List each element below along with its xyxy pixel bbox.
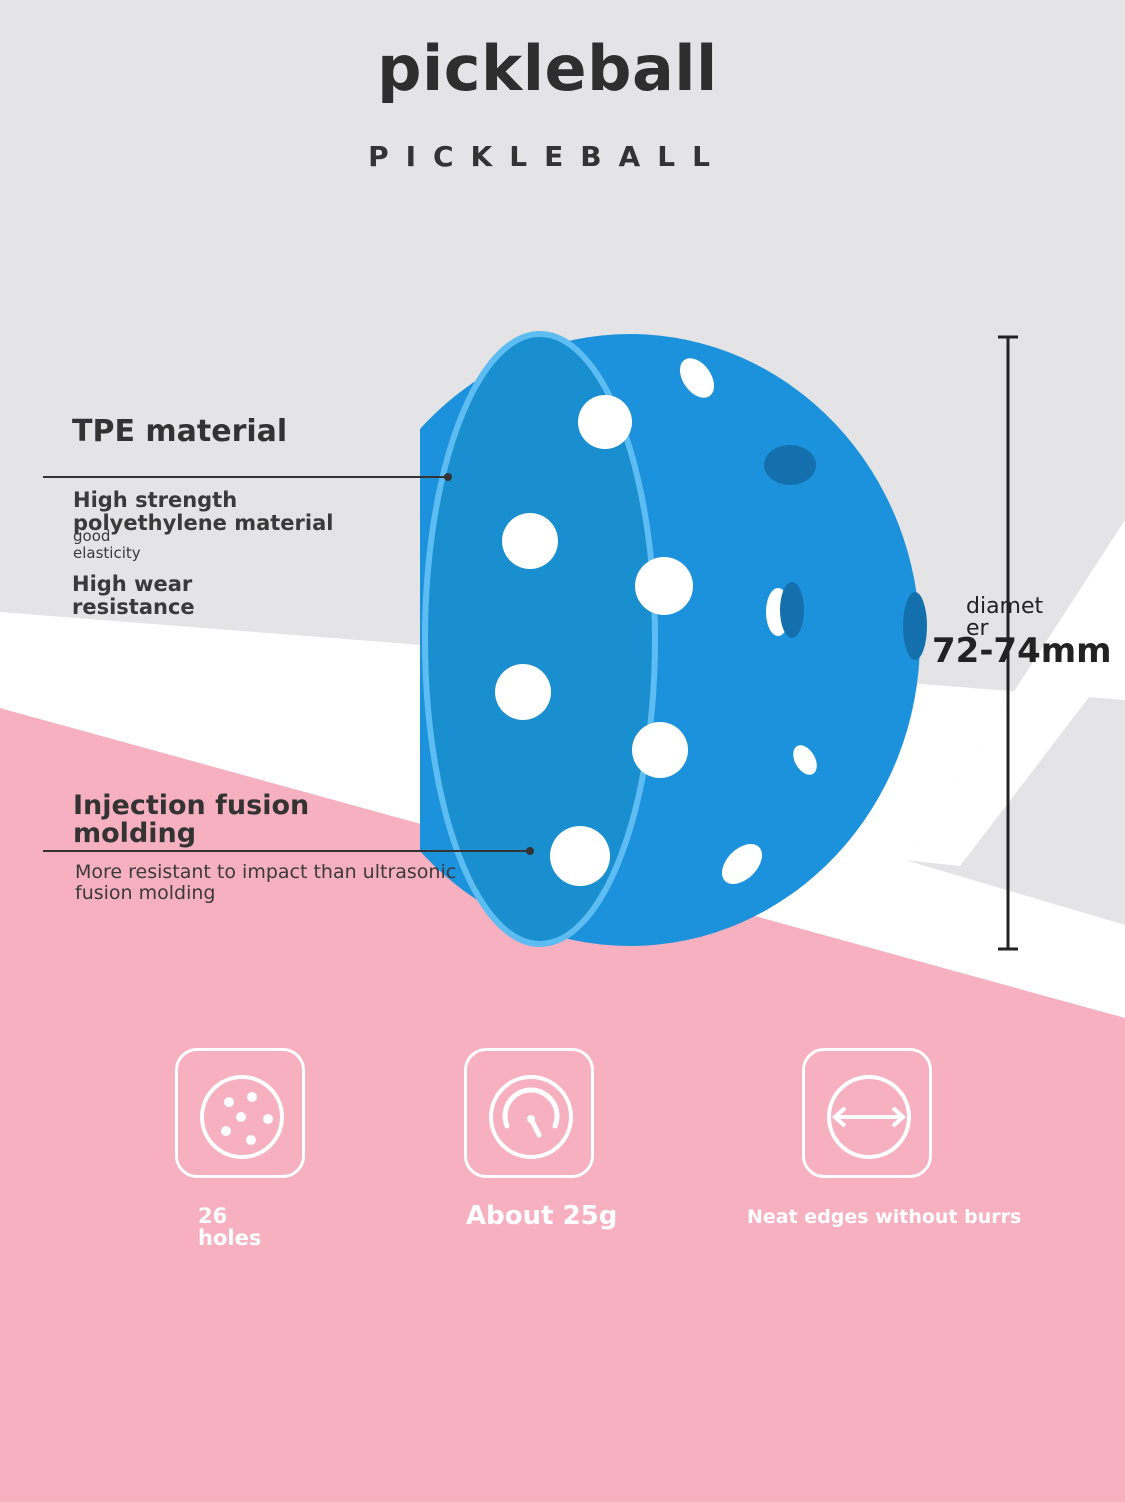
diameter-label-line-1: diamet [966, 594, 1044, 619]
holes-spec-card [175, 1048, 305, 1178]
weight-caption: About 25g [466, 1201, 618, 1231]
edges-spec-card [802, 1048, 932, 1178]
page-subtitle: PICKLEBALL [368, 140, 727, 173]
molding-leader-dot [526, 847, 534, 855]
molding-desc-line-2: fusion molding [75, 882, 216, 904]
molding-heading-line-1: Injection fusion [73, 790, 310, 821]
wear-line-2: resistance [72, 595, 195, 619]
material-line-2: polyethylene material [73, 511, 334, 535]
diameter-circle-icon [827, 1075, 911, 1159]
diameter-measure-line [998, 335, 1018, 951]
wear-line-1: High wear [72, 572, 193, 596]
holes-count-caption: 26 [198, 1204, 228, 1228]
page-title: pickleball [377, 32, 718, 105]
weight-spec-card [464, 1048, 594, 1178]
elasticity-line-1: good [73, 527, 111, 545]
holes-label-caption: holes [198, 1226, 262, 1250]
molding-leader-line [43, 850, 531, 852]
material-leader-dot [444, 473, 452, 481]
molding-heading-line-2: molding [73, 818, 197, 849]
pickleball-illustration [420, 331, 927, 947]
weight-gauge-icon [489, 1075, 573, 1159]
elasticity-line-2: elasticity [73, 544, 141, 562]
edges-caption: Neat edges without burrs [747, 1206, 1022, 1228]
material-line-1: High strength [73, 488, 238, 512]
material-heading: TPE material [72, 414, 288, 449]
diameter-label-line-2: er [966, 616, 989, 641]
holes-ball-icon [200, 1075, 284, 1159]
molding-desc-line-1: More resistant to impact than ultrasonic [75, 861, 457, 883]
diameter-value: 72-74mm [932, 631, 1112, 671]
material-leader-line [43, 476, 449, 478]
